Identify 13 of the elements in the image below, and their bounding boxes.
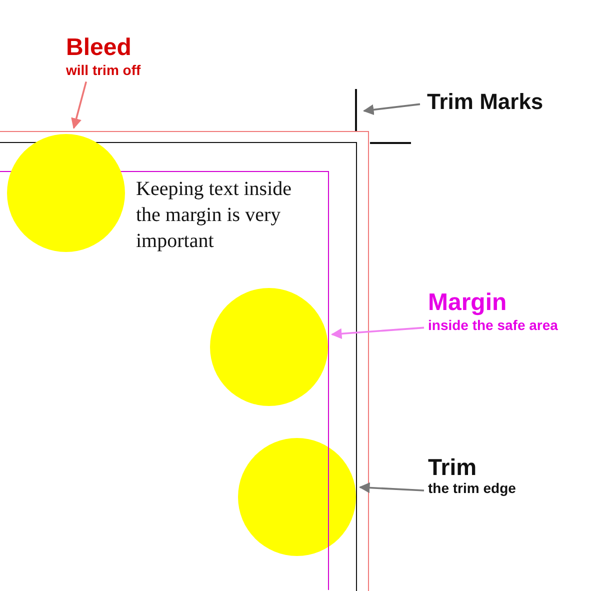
callout-note: inside the safe area [428,316,558,333]
leader-arrow [330,326,424,340]
leader-arrow [362,103,420,116]
callout-title: Trim Marks [427,89,544,114]
callout-note: the trim edge [428,480,516,497]
callout-title: Bleed [66,34,132,62]
callout-note: will trim off [66,62,141,78]
trim-mark [355,89,358,131]
body-text: Keeping text inside the margin is very important [136,177,293,254]
callout-title: Trim [428,454,477,480]
leader-arrow [358,482,424,494]
leader-arrow [71,81,88,130]
callout-title: Margin [428,289,507,317]
